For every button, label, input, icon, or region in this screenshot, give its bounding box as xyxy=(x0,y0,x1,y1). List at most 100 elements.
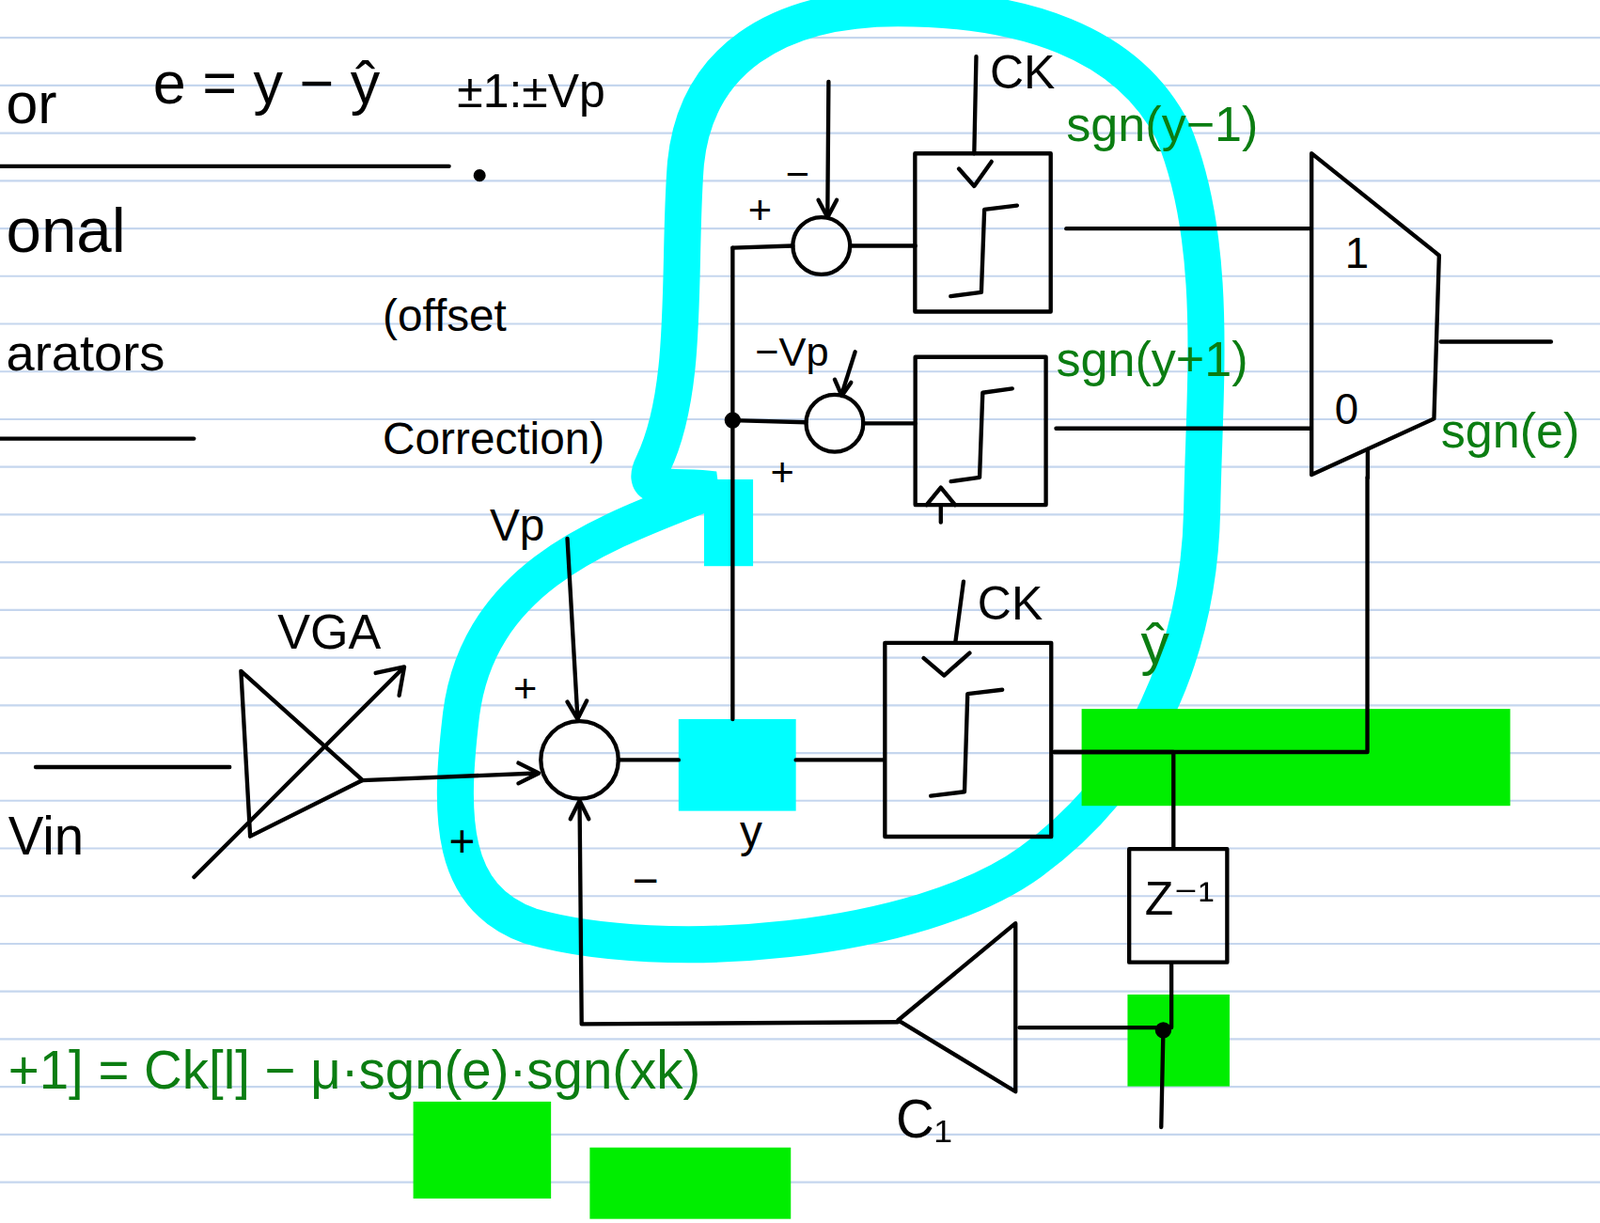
green-highlight xyxy=(1127,994,1230,1087)
ruled-line xyxy=(0,1181,1600,1184)
ruled-line xyxy=(0,1037,1600,1040)
wire-connector xyxy=(1019,964,1172,1028)
signal-label: ŷ xyxy=(1141,611,1170,678)
annotation-text: (offset Correction) xyxy=(382,254,669,501)
arrowhead xyxy=(818,200,838,218)
underline xyxy=(0,164,450,169)
wire xyxy=(730,248,735,720)
ruled-line xyxy=(0,609,1600,612)
dot xyxy=(475,171,485,180)
ruled-line xyxy=(0,561,1600,564)
clock-symbol xyxy=(926,487,956,505)
green-highlight xyxy=(1082,708,1511,806)
outline-part xyxy=(951,204,1019,297)
wire xyxy=(939,504,943,522)
node-text: VGA xyxy=(277,604,381,661)
feedback-wire xyxy=(580,801,899,1025)
step-symbol xyxy=(951,388,1013,482)
outline-part xyxy=(955,581,964,644)
signal-label: sgn(y−1) xyxy=(1066,96,1258,154)
outline-part xyxy=(915,153,1051,312)
wire xyxy=(361,772,537,781)
arrowhead xyxy=(834,379,851,396)
node-text: CK xyxy=(989,46,1055,100)
ruled-line xyxy=(0,1133,1600,1136)
signal-label: sgn(e) xyxy=(1441,403,1581,460)
node-text: 0 xyxy=(1334,385,1359,435)
ruled-line xyxy=(0,847,1600,849)
wire xyxy=(567,538,579,718)
outline-part xyxy=(375,667,404,696)
ruled-line xyxy=(0,466,1600,469)
annotation-text: onal xyxy=(6,193,126,267)
ruled-line xyxy=(0,132,1600,135)
cyan-highlight xyxy=(704,479,753,566)
annotation-text: + xyxy=(449,815,476,868)
outline-part xyxy=(923,653,970,676)
ruled-line xyxy=(0,322,1600,325)
outline-part xyxy=(974,56,977,154)
outline-part xyxy=(930,690,1003,797)
arrowhead xyxy=(570,800,590,820)
outline-part xyxy=(958,160,992,186)
wire xyxy=(618,757,679,762)
wire xyxy=(732,420,806,423)
outline-part xyxy=(1311,153,1440,475)
annotation-text: − xyxy=(632,855,659,908)
wire xyxy=(827,81,829,216)
node-text: Z⁻¹ xyxy=(1145,872,1214,926)
annotation-text: arators xyxy=(6,324,166,383)
summing-junction xyxy=(806,394,864,453)
comparator-block: CK xyxy=(910,43,1067,315)
ruled-line xyxy=(0,513,1600,516)
green-highlight xyxy=(413,1101,552,1199)
ruled-line xyxy=(0,418,1600,421)
node-text: C₁ xyxy=(895,1089,953,1151)
ruled-line xyxy=(0,704,1600,706)
annotation-text: e = y − ŷ xyxy=(153,48,380,117)
ruled-line xyxy=(0,657,1600,659)
cyan-highlight xyxy=(678,719,797,812)
annotation-text: + xyxy=(748,187,772,235)
wire xyxy=(862,421,915,425)
wire xyxy=(732,246,793,249)
node-text: CK xyxy=(977,577,1043,631)
node-text: 1 xyxy=(1345,229,1369,279)
wire xyxy=(1055,426,1311,431)
annotation-text: −Vp xyxy=(754,329,829,377)
wire xyxy=(796,757,883,762)
signal-label: sgn(y+1) xyxy=(1055,331,1248,389)
summing-junction xyxy=(540,721,618,799)
arrowhead xyxy=(517,763,539,785)
annotation-text: Vp xyxy=(489,500,545,552)
outline-part xyxy=(884,643,1051,837)
vga-amplifier: VGA xyxy=(188,601,422,883)
tap-amplifier: C₁ xyxy=(893,921,1020,1161)
wire-connector xyxy=(1053,752,1174,848)
green-highlight xyxy=(589,1147,791,1220)
annotation-text: ±1:±Vp xyxy=(456,64,606,119)
node-outline xyxy=(1309,151,1443,478)
comparator-block: CK xyxy=(880,573,1055,841)
annotation-text: − xyxy=(785,151,810,199)
ruled-lines xyxy=(0,37,1600,1182)
ruled-line xyxy=(0,990,1600,993)
delay-block: Z⁻¹ xyxy=(1127,847,1230,965)
input-wire xyxy=(35,765,230,769)
wire xyxy=(1160,1030,1163,1128)
wire-connector xyxy=(1066,226,1309,231)
annotation-text: or xyxy=(6,71,58,138)
annotation-text: + xyxy=(770,449,795,497)
comparator-symbol xyxy=(915,357,1047,505)
outline-part xyxy=(1129,848,1228,962)
outline-part xyxy=(1364,449,1369,478)
arrowhead xyxy=(567,700,588,720)
summing-junction xyxy=(792,217,850,275)
multiplexer: 10 xyxy=(1309,151,1443,478)
outline-part xyxy=(897,923,1016,1092)
outline-part xyxy=(193,668,404,879)
annotation-text: + xyxy=(513,665,537,713)
underline xyxy=(0,436,194,440)
annotation-text: Vin xyxy=(8,806,85,868)
